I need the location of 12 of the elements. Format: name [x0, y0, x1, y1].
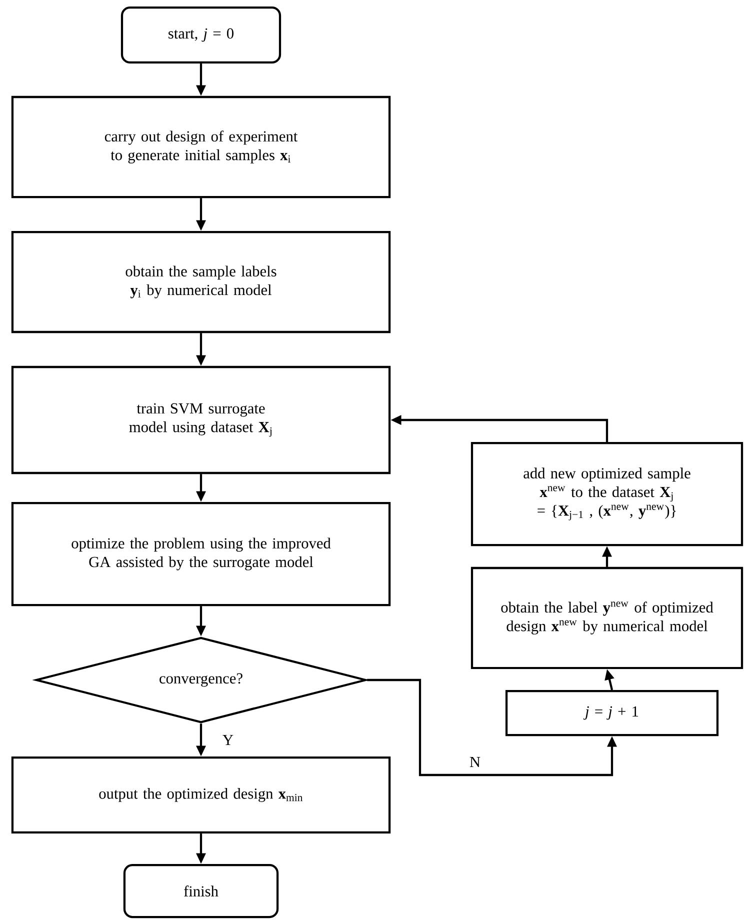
process-box: carry out design of experiment to generate initial samples x$_{i}$: [11, 96, 391, 198]
terminal-box: finish: [123, 864, 279, 918]
process-box: optimize the problem using the improved GA assisted by the surrogate model: [11, 502, 391, 606]
process-box: obtain the sample labels y$_{i}$ by numerical model: [11, 230, 391, 334]
terminal-box: start, j = 0: [120, 6, 282, 64]
edge-label: Y: [221, 734, 235, 746]
edge-label: N: [468, 756, 482, 768]
process-box: add new optimized sample x$^{new}$ to the dataset X$_{j}$ = {X$_{j−1}$ , (x$^{new}$, y$^{new}$)}: [470, 442, 744, 546]
process-box: obtain the label y$^{new}$ of optimized design x$^{new}$ by numerical model: [470, 566, 744, 670]
process-box: j = j + 1: [505, 690, 719, 736]
process-box: train SVM surrogate model using dataset X$_{j}$: [11, 366, 391, 474]
process-box: output the optimized design x$_{min}$: [11, 756, 391, 834]
